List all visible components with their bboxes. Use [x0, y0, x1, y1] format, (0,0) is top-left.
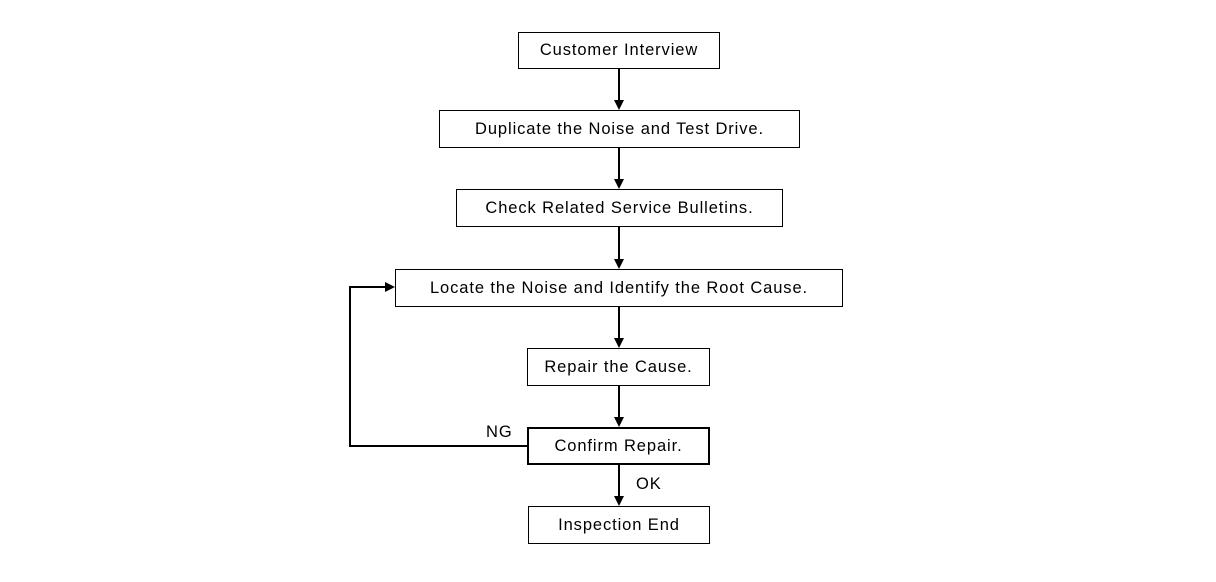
node-label: Check Related Service Bulletins. — [485, 198, 754, 217]
arrowhead-duplicate-to-bulletins — [614, 179, 624, 189]
arrowhead-locate-to-repair — [614, 338, 624, 348]
node-label: Repair the Cause. — [544, 357, 693, 376]
node-label: Customer Interview — [539, 41, 699, 59]
node-check-bulletins: Check Related Service Bulletins. — [456, 189, 783, 227]
arrowhead-ng-feedback-loop — [385, 282, 395, 292]
arrowhead-confirm-to-end — [614, 496, 624, 506]
node-confirm-repair: Confirm Repair. — [527, 427, 710, 465]
node-label: Duplicate the Noise and Test Drive. — [475, 119, 764, 138]
node-customer-interview: Customer Interview — [518, 32, 720, 69]
node-inspection-end: Inspection End — [528, 506, 710, 544]
connector-ng-feedback-loop — [349, 286, 527, 447]
arrowhead-interview-to-duplicate — [614, 100, 624, 110]
edge-label-ok-label: OK — [636, 475, 662, 493]
node-label: Inspection End — [558, 515, 680, 534]
node-label: Confirm Repair. — [554, 436, 683, 455]
node-duplicate-noise: Duplicate the Noise and Test Drive. — [439, 110, 800, 148]
node-label: Locate the Noise and Identify the Root C… — [429, 278, 809, 297]
node-locate-noise: Locate the Noise and Identify the Root C… — [395, 269, 843, 307]
arrowhead-repair-to-confirm — [614, 417, 624, 427]
edge-label-ng-label: NG — [486, 423, 513, 441]
node-repair-cause: Repair the Cause. — [527, 348, 710, 386]
arrowhead-bulletins-to-locate — [614, 259, 624, 269]
